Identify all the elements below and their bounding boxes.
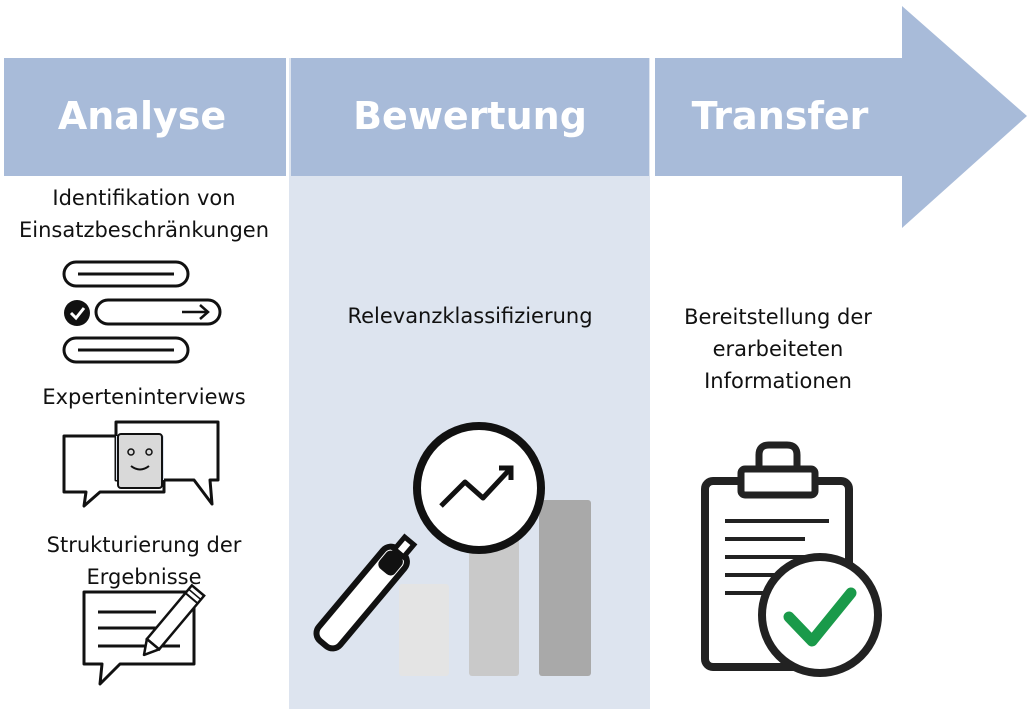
stage-title-bewertung: Bewertung (353, 94, 587, 138)
clipboard-check-icon (701, 441, 882, 677)
analyse-step-strukturierung: Strukturierung der Ergebnisse (46, 533, 242, 589)
stage-title-analyse: Analyse (57, 94, 227, 138)
magnifier-chart-icon (313, 422, 591, 676)
checklist-icon (62, 260, 222, 364)
document-pencil-icon (82, 583, 206, 686)
bewertung-band (291, 58, 649, 176)
transfer-step-bereitstellung: Bereitstellung der erarbeiteten Informat… (684, 305, 872, 393)
analyse-band (4, 58, 286, 176)
interview-chat-icon (62, 420, 220, 508)
analyse-step-experteninterviews: Experteninterviews (42, 385, 246, 409)
stage-title-transfer: Transfer (691, 94, 869, 138)
bewertung-step-relevanzklassifizierung: Relevanzklassifizierung (347, 304, 593, 328)
analyse-step-identifikation: Identifikation von Einsatzbeschränkungen (18, 186, 270, 242)
